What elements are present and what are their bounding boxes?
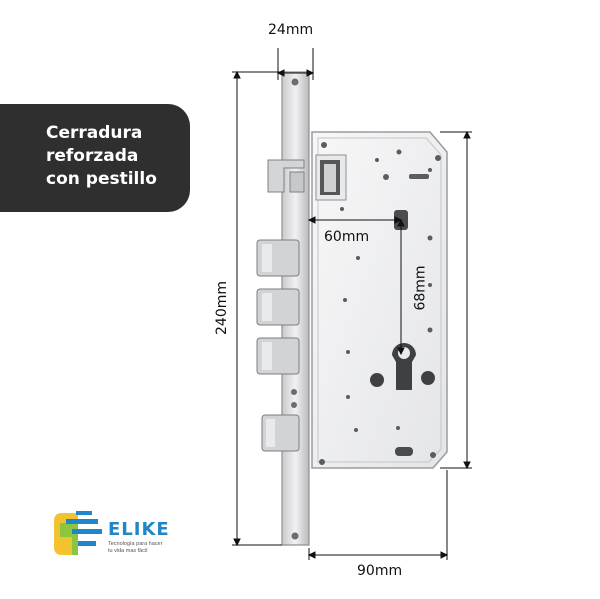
backset-label: 60mm [324, 229, 370, 245]
case-width-label: 90mm [357, 563, 403, 579]
deadbolts [256, 239, 300, 375]
dimension-lines [232, 48, 472, 560]
latch-mechanism [315, 154, 347, 201]
auxiliary-bolt [261, 414, 300, 452]
faceplate-width-label: 24mm [268, 22, 314, 38]
elike-logo: ELIKE Tecnología para hacer tu vida mas … [52, 507, 192, 569]
latch-tongue [267, 159, 305, 193]
elike-logo-mark-icon [54, 511, 102, 555]
promo-line-3: con pestillo [46, 169, 157, 189]
height-label: 240mm [214, 281, 230, 335]
brand-name: ELIKE [108, 519, 170, 540]
brand-tagline-line-1: Tecnología para hacer [108, 541, 163, 547]
brand-tagline-line-2: tu vida mas fácil [108, 548, 148, 554]
promo-card: Cerradura reforzada con pestillo [0, 104, 190, 212]
lock-case [311, 131, 448, 469]
promo-line-2: reforzada [46, 146, 139, 166]
promo-line-1: Cerradura [46, 123, 143, 143]
center-distance-label: 68mm [412, 265, 429, 311]
brand-tagline: Tecnología para hacer tu vida mas fácil [108, 541, 188, 555]
